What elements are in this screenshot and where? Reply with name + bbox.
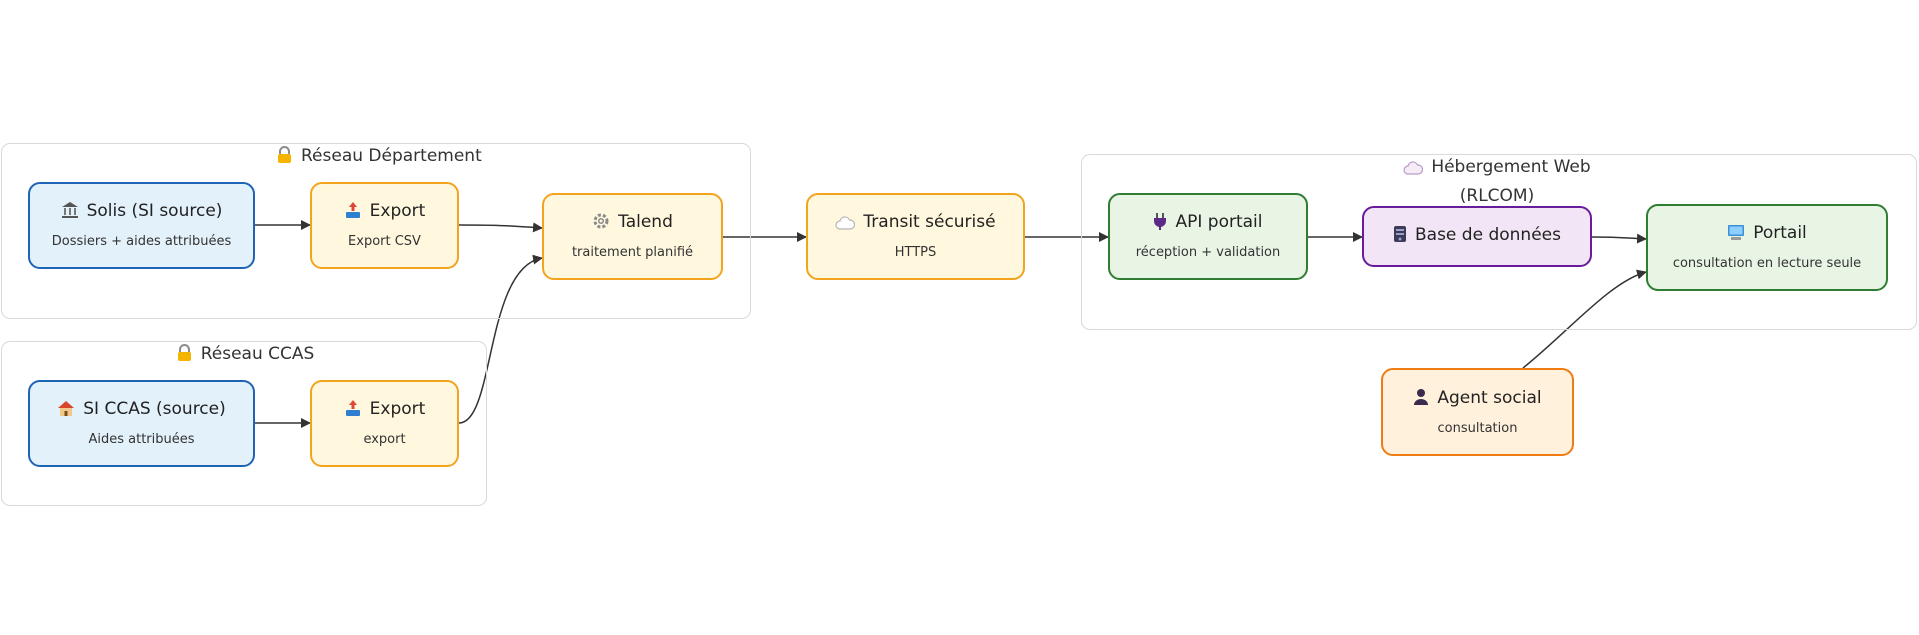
node-transit-title: Transit sécurisé	[863, 212, 996, 232]
group-reseau-departement	[1, 143, 751, 319]
node-transit-subtitle: HTTPS	[894, 245, 937, 260]
database-icon	[1393, 225, 1407, 250]
node-solis-subtitle: Dossiers + aides attribuées	[51, 234, 232, 249]
outbox-icon	[344, 201, 362, 226]
group-reseau-departement-title: Réseau Département	[276, 143, 482, 172]
node-portail[interactable]: Portail consultation en lecture seule	[1646, 204, 1888, 291]
node-si-ccas[interactable]: SI CCAS (source) Aides attribuées	[28, 380, 255, 467]
node-si-ccas-title: SI CCAS (source)	[83, 399, 226, 419]
lock-icon	[276, 146, 293, 172]
cloud-icon	[1403, 157, 1424, 183]
node-api-subtitle: réception + validation	[1135, 245, 1281, 260]
house-icon	[57, 399, 75, 424]
node-export-csv-title: Export	[369, 201, 426, 221]
node-export-csv-subtitle: Export CSV	[348, 234, 421, 249]
node-db-title: Base de données	[1415, 225, 1561, 245]
group-reseau-ccas-title: Réseau CCAS	[170, 341, 320, 370]
node-export-ccas-subtitle: export	[363, 432, 406, 447]
node-agent-title: Agent social	[1437, 387, 1542, 408]
outbox-icon	[344, 399, 362, 424]
node-base-de-donnees[interactable]: Base de données	[1362, 206, 1592, 267]
node-export-ccas[interactable]: Export export	[310, 380, 459, 467]
lock-icon	[176, 344, 193, 370]
edge-exportccas-to-talend	[458, 254, 543, 424]
group-reseau-ccas	[1, 341, 487, 506]
plug-icon	[1153, 212, 1167, 237]
group-hebergement-web-subtitle: (RLCOM)	[1459, 186, 1535, 206]
group-hebergement-web	[1081, 154, 1917, 330]
node-solis[interactable]: Solis (SI source) Dossiers + aides attri…	[28, 182, 255, 269]
node-export-csv[interactable]: Export Export CSV	[310, 182, 459, 269]
node-export-ccas-title: Export	[369, 399, 426, 419]
node-agent-social[interactable]: Agent social consultation	[1381, 368, 1574, 456]
cloud-icon	[835, 213, 856, 237]
node-portail-title: Portail	[1753, 223, 1807, 243]
node-si-ccas-subtitle: Aides attribuées	[88, 432, 195, 447]
bank-icon	[61, 201, 79, 226]
node-talend-title: Talend	[618, 212, 673, 232]
edge-export-to-talend	[458, 222, 543, 233]
node-api-portail[interactable]: API portail réception + validation	[1108, 193, 1308, 280]
group-hebergement-web-title: Hébergement Web (RLCOM)	[1397, 154, 1597, 209]
node-api-title: API portail	[1175, 212, 1263, 232]
node-talend-subtitle: traitement planifié	[571, 245, 694, 260]
computer-icon	[1727, 223, 1745, 248]
node-transit-securise[interactable]: Transit sécurisé HTTPS	[806, 193, 1025, 280]
user-icon	[1413, 388, 1429, 413]
node-portail-subtitle: consultation en lecture seule	[1672, 256, 1862, 271]
node-agent-subtitle: consultation	[1437, 420, 1518, 436]
edge-agent-to-portail	[1522, 269, 1647, 369]
gear-icon	[592, 212, 610, 237]
edge-db-to-portail	[1591, 233, 1647, 244]
node-talend[interactable]: Talend traitement planifié	[542, 193, 723, 280]
node-solis-title: Solis (SI source)	[86, 201, 223, 221]
